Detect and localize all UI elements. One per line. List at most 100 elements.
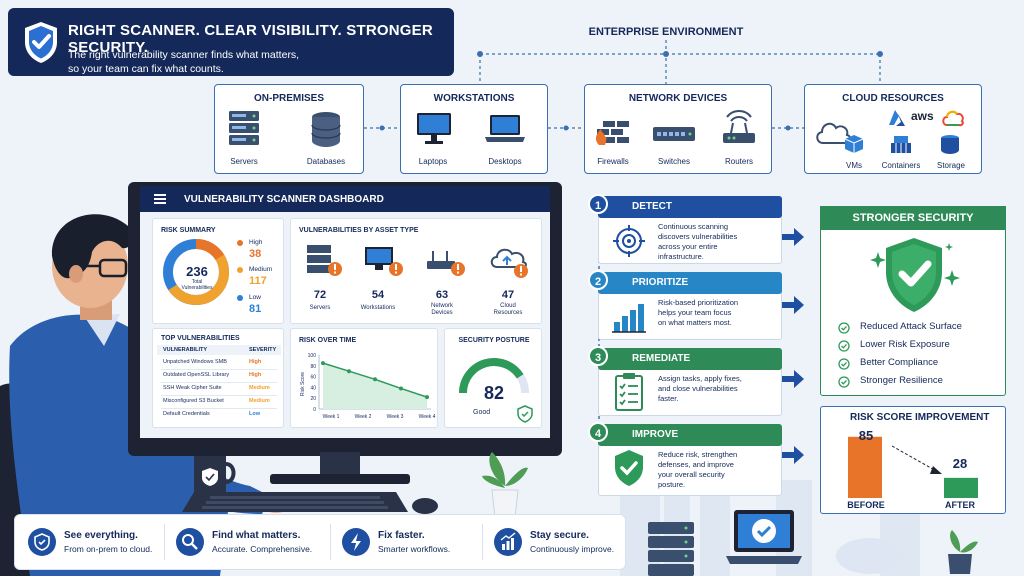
asset-type-title: VULNERABILITIES BY ASSET TYPE [299, 227, 419, 234]
before-value: 85 [858, 428, 874, 443]
dashboard-title: VULNERABILITY SCANNER DASHBOARD [184, 194, 384, 205]
env-group-network-devices: NETWORK DEVICES Firewalls Switches Route… [584, 84, 772, 174]
vuln-severity: High [249, 372, 262, 378]
vuln-name: Default Credentials [163, 411, 210, 417]
desktop-monitor-icon [417, 113, 451, 144]
col-severity: SEVERITY [249, 347, 277, 353]
high-count: 38 [249, 248, 262, 260]
bottom-item-title: Find what matters. [212, 530, 301, 541]
check-circle-icon [838, 358, 850, 370]
env-item-vms: VMs [846, 161, 862, 170]
asset-server-icon [307, 245, 342, 276]
vuln-row-divider [161, 395, 277, 396]
risk-score-bars [848, 436, 978, 498]
improvement-arrow [891, 445, 939, 473]
bottom-item-subtitle: From on-prem to cloud. [64, 544, 153, 554]
laptop-icon [485, 115, 525, 142]
check-circle-icon [838, 376, 850, 388]
router-icon [723, 110, 755, 143]
risk-point [399, 386, 403, 391]
vuln-severity: Low [249, 411, 260, 417]
banner-subtitle: The right vulnerability scanner finds wh… [68, 49, 300, 75]
risk-area [323, 363, 427, 409]
env-group-cloud-resources: CLOUD RESOURCES aws VMs Containers Stora… [804, 84, 982, 174]
donut-total: 236 [186, 264, 208, 279]
risk-score-title: RISK SCORE IMPROVEMENT [850, 412, 990, 423]
low-count: 81 [249, 303, 262, 315]
y-tick-label: 20 [310, 396, 316, 402]
asset-count-network: 63 [435, 289, 449, 301]
search-icon [176, 528, 204, 556]
step-number: 4 [588, 422, 608, 442]
x-tick-label: Week 1 [323, 414, 340, 420]
storage-icon [941, 135, 959, 154]
plant-decor-right [948, 530, 978, 574]
posture-score: 82 [483, 383, 505, 403]
stronger-security-item: Reduced Attack Surface [860, 321, 962, 332]
risk-point [347, 369, 351, 374]
asset-count-servers: 72 [313, 289, 327, 301]
vuln-name: SSH Weak Cipher Suite [163, 385, 222, 391]
vuln-severity: Medium [249, 385, 270, 391]
plant-decor-left [482, 452, 528, 519]
stronger-security-item: Stronger Resilience [860, 375, 943, 386]
laptop-check-decor [726, 510, 802, 564]
vuln-row-divider [161, 369, 277, 370]
step-description: Assign tasks, apply fixes,and close vuln… [658, 374, 742, 403]
checklist-icon [615, 373, 643, 411]
step-number: 3 [588, 346, 608, 366]
bottom-divider [330, 524, 331, 560]
header-banner: RIGHT SCANNER. CLEAR VISIBILITY. STRONGE… [8, 8, 454, 76]
env-item-laptops: Laptops [418, 157, 448, 166]
bottom-item-title: See everything. [64, 530, 138, 541]
switch-icon [653, 127, 695, 141]
monitor-stand [270, 452, 410, 484]
step-title: PRIORITIZE [598, 272, 782, 294]
step-title: REMEDIATE [598, 348, 782, 370]
asset-workstation-icon [365, 247, 403, 276]
vuln-row-divider [161, 408, 277, 409]
before-bar [848, 436, 882, 498]
bottom-divider [164, 524, 165, 560]
x-tick-label: Week 4 [419, 414, 436, 420]
hamburger-menu-icon[interactable] [154, 194, 166, 204]
posture-gauge [459, 358, 529, 394]
stronger-security-item: Better Compliance [860, 357, 939, 368]
check-circle-icon [838, 322, 850, 334]
bar-chart-icon [612, 304, 646, 333]
security-posture-panel: SECURITY POSTURE 82 Good [444, 328, 542, 428]
improvement-arrow-head [930, 466, 942, 474]
asset-count-cloud: 47 [501, 289, 515, 301]
coffee-mug [194, 456, 236, 496]
top-vulns-panel: TOP VULNERABILITIES VULNERABILITY SEVERI… [152, 328, 284, 428]
env-group-on-premises: ON-PREMISES Servers Databases [214, 84, 364, 174]
vuln-severity: Medium [249, 398, 270, 404]
asset-cloud-icon [490, 248, 528, 278]
target-icon [613, 225, 645, 257]
top-vulns-title: TOP VULNERABILITIES [161, 335, 240, 342]
medium-count: 117 [249, 275, 267, 287]
env-item-servers: Servers [230, 157, 258, 166]
keyboard [182, 492, 408, 512]
top-vulns-header [157, 345, 281, 355]
low-legend-label: Low [249, 294, 261, 301]
bottom-item-title: Fix faster. [378, 530, 425, 541]
posture-label: Good [473, 409, 491, 416]
asset-type-panel: VULNERABILITIES BY ASSET TYPE 72 Servers… [290, 218, 542, 324]
google-cloud-icon [942, 110, 964, 127]
col-vulnerability: VULNERABILITY [163, 347, 207, 353]
shield-check-icon [28, 528, 56, 556]
high-legend-dot [237, 240, 243, 246]
vuln-row-divider [161, 382, 277, 383]
env-item-routers: Routers [724, 157, 753, 166]
step-title: IMPROVE [598, 424, 782, 446]
banner-title: RIGHT SCANNER. CLEAR VISIBILITY. STRONGE… [68, 22, 433, 56]
azure-icon [889, 110, 905, 126]
env-item-desktops: Desktops [488, 157, 522, 166]
vuln-name: Misconfigured S3 Bucket [163, 398, 224, 404]
env-item-databases: Databases [306, 157, 346, 166]
